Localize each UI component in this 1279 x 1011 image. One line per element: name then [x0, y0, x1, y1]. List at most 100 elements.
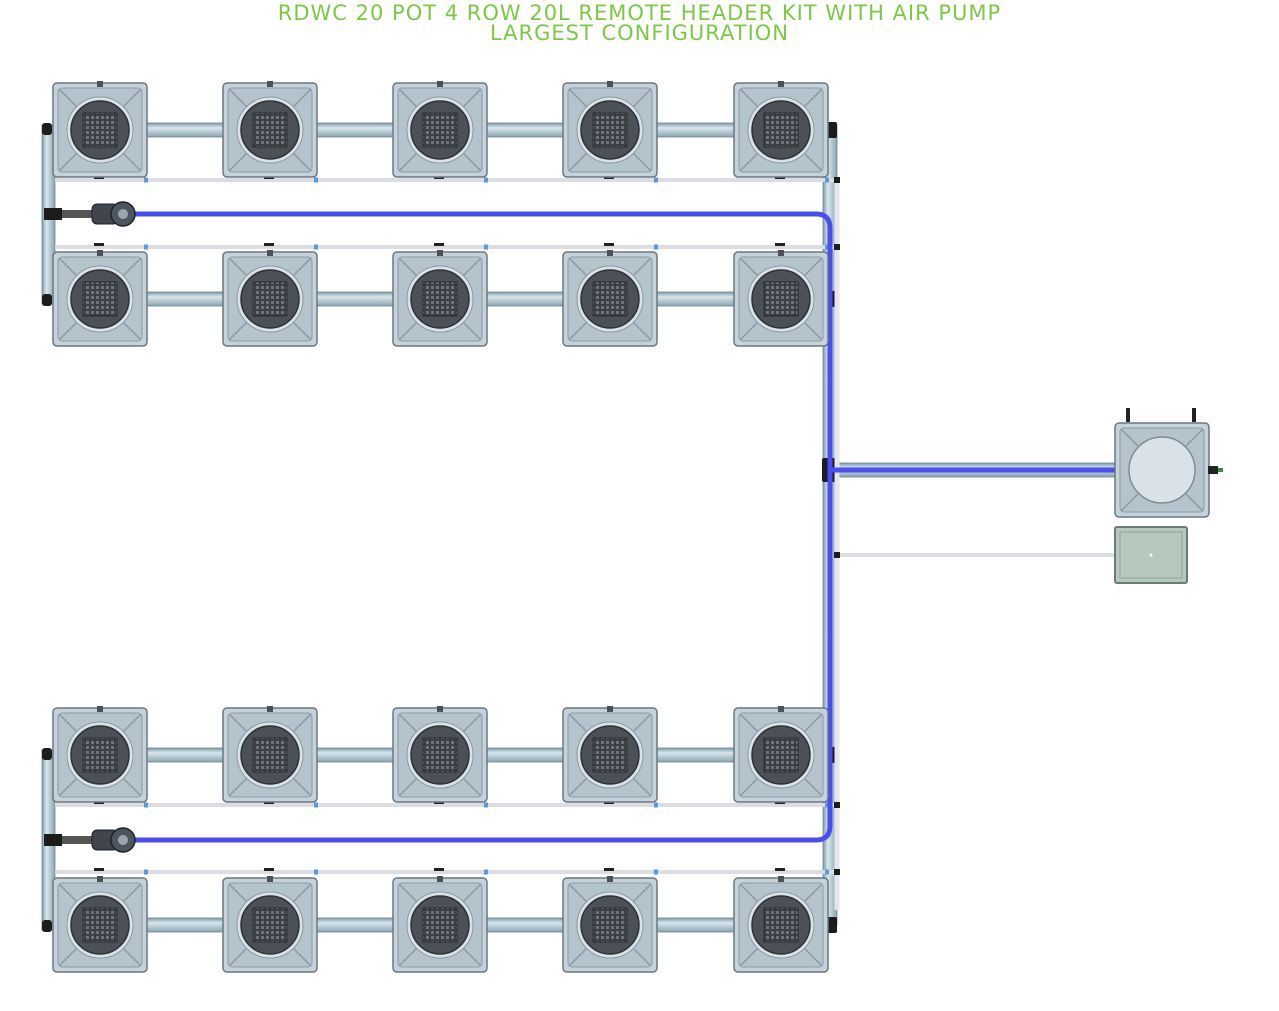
pot-ridge: [398, 257, 419, 278]
pot-ridge: [398, 151, 419, 172]
pot: [52, 81, 148, 178]
pot-ridge: [58, 776, 79, 797]
pot-notch: [607, 876, 613, 882]
pot-ridge: [739, 946, 760, 967]
pot-ridge: [291, 151, 312, 172]
pot-ridge: [58, 88, 79, 109]
air-stone-connector: [825, 802, 829, 808]
pot-ridge: [58, 883, 79, 904]
pot-ridge: [121, 257, 142, 278]
net-pot-mesh: [422, 281, 458, 317]
air-stone-connector: [825, 244, 829, 250]
pot-notch: [97, 250, 103, 256]
pot-ridge: [802, 320, 823, 341]
pot-notch: [267, 81, 273, 87]
pot: [392, 81, 488, 178]
pot: [562, 706, 658, 803]
pot-ridge: [291, 320, 312, 341]
pot-ridge: [568, 320, 589, 341]
pot-ridge: [121, 883, 142, 904]
pot-notch: [607, 250, 613, 256]
pot-notch: [97, 706, 103, 712]
pot-ridge: [121, 88, 142, 109]
net-pot-mesh: [82, 112, 118, 148]
elbow-fitting: [42, 920, 52, 932]
air-line-clip: [434, 868, 444, 871]
pot: [52, 250, 148, 347]
pot-ridge: [121, 320, 142, 341]
air-stone-connector: [314, 869, 318, 875]
tank-drain-tap: [1218, 468, 1223, 472]
pot-ridge: [228, 257, 249, 278]
air-line-connector: [834, 177, 840, 183]
net-pot-mesh: [763, 907, 799, 943]
pot: [392, 250, 488, 347]
air-line-connector: [834, 244, 840, 250]
pot-notch: [267, 706, 273, 712]
tank-handle: [1192, 408, 1196, 422]
net-pot-mesh: [252, 112, 288, 148]
air-stone-connector: [654, 244, 658, 250]
pot-ridge: [58, 257, 79, 278]
pot-ridge: [461, 257, 482, 278]
pot-ridge: [398, 320, 419, 341]
air-line-clip: [604, 243, 614, 246]
air-pump-panel: [1119, 531, 1183, 579]
water-return-line: [120, 470, 833, 843]
pot: [52, 706, 148, 803]
pot: [222, 876, 318, 973]
air-line-clip: [264, 868, 274, 871]
equipment: [44, 201, 1223, 853]
pot-notch: [607, 81, 613, 87]
pot-notch: [97, 81, 103, 87]
pump-outlet-fitting: [44, 208, 62, 220]
pot-ridge: [228, 151, 249, 172]
net-pot-mesh: [252, 281, 288, 317]
pot-ridge: [291, 883, 312, 904]
air-line-clip: [264, 243, 274, 246]
tank-ridge: [1120, 493, 1139, 512]
pot-notch: [778, 706, 784, 712]
pot-ridge: [121, 713, 142, 734]
pot-ridge: [461, 713, 482, 734]
pot-ridge: [121, 151, 142, 172]
air-stone-connector: [484, 802, 488, 808]
pot-ridge: [739, 320, 760, 341]
pot-ridge: [121, 776, 142, 797]
pot: [733, 81, 829, 178]
pump-outlet-fitting: [44, 834, 62, 846]
pot-ridge: [291, 946, 312, 967]
pot: [733, 706, 829, 803]
pot-notch: [437, 876, 443, 882]
air-line-clip: [94, 243, 104, 246]
elbow-fitting: [42, 123, 52, 135]
net-pot-mesh: [82, 281, 118, 317]
pot-ridge: [802, 88, 823, 109]
pot-ridge: [739, 257, 760, 278]
tee-fitting: [827, 122, 837, 138]
tank-ridge: [1185, 493, 1204, 512]
pot-notch: [267, 250, 273, 256]
net-pot-mesh: [592, 281, 628, 317]
pot-notch: [267, 876, 273, 882]
pot-ridge: [568, 883, 589, 904]
pot-ridge: [739, 88, 760, 109]
pot-ridge: [228, 946, 249, 967]
air-stone-connector: [654, 802, 658, 808]
tank-ridge: [1185, 428, 1204, 447]
air-line-connector: [834, 869, 840, 875]
pot: [733, 876, 829, 973]
pot-ridge: [739, 776, 760, 797]
pot-ridge: [568, 713, 589, 734]
pot-ridge: [802, 946, 823, 967]
pot-ridge: [568, 257, 589, 278]
pot: [733, 250, 829, 347]
pot-ridge: [228, 320, 249, 341]
pot-notch: [437, 250, 443, 256]
pot-ridge: [461, 88, 482, 109]
pipe-network: [41, 122, 1116, 933]
pot-ridge: [228, 776, 249, 797]
pot-ridge: [461, 151, 482, 172]
pot-ridge: [568, 88, 589, 109]
pot-notch: [778, 81, 784, 87]
